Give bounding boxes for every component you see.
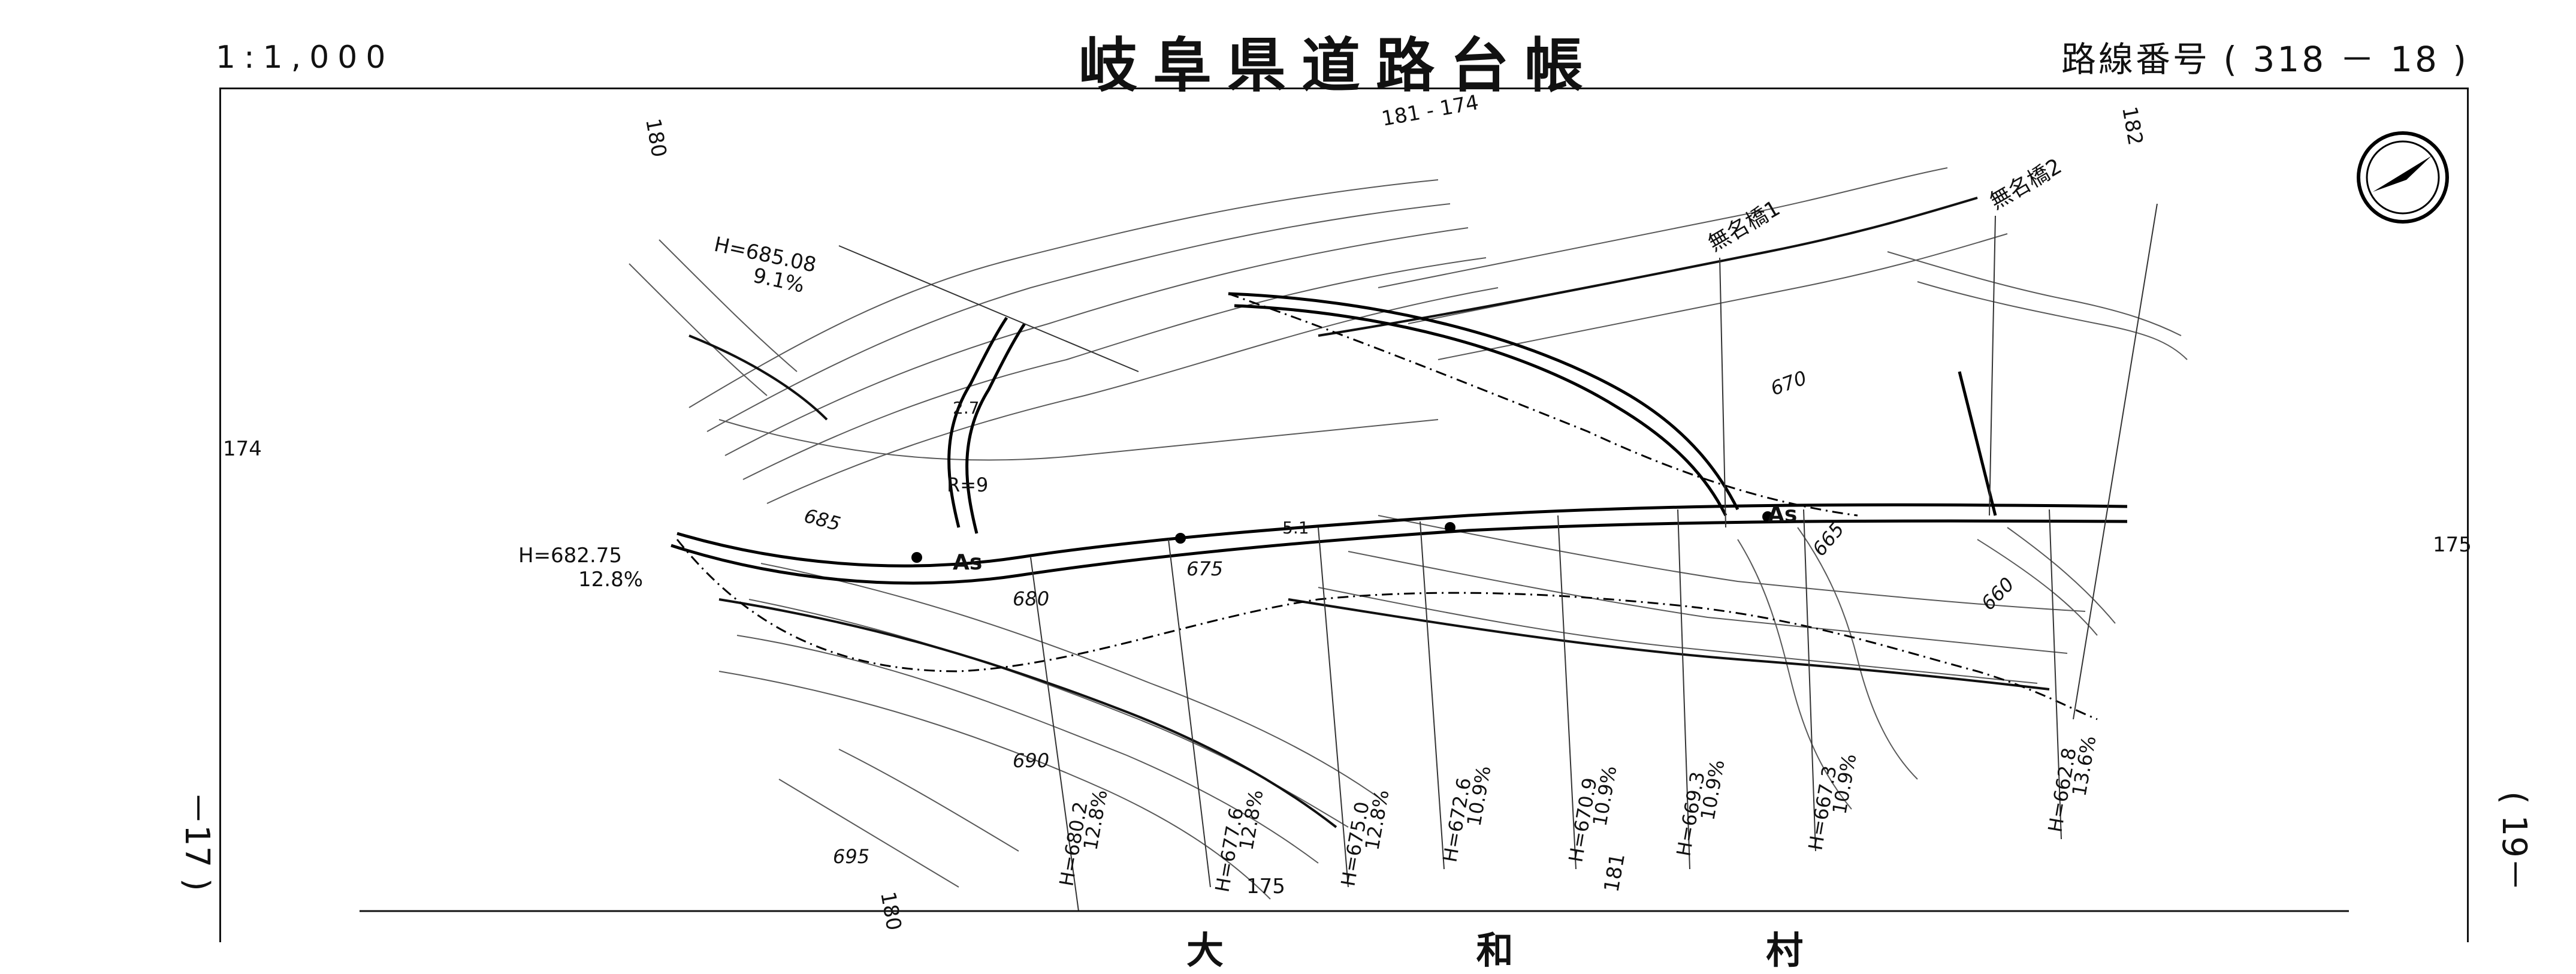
- grade-label: 12.8%: [578, 568, 643, 592]
- topographic-map: 180 181 - 174 182 174 175 180 175 181 無名…: [223, 91, 2472, 933]
- contour-label: 665: [1808, 518, 1849, 560]
- bridge-label-2: 無名橋2: [1986, 154, 2066, 215]
- elevation-label: H=682.75: [518, 544, 622, 568]
- prefectural-road: [671, 292, 2128, 585]
- sheet-ref-top-left: 180: [641, 117, 671, 159]
- boundary-lines: [360, 203, 2349, 912]
- grade-label: 12.8%: [1360, 788, 1393, 852]
- map-frame: [219, 88, 2469, 942]
- adjacent-sheet-left: －17 ): [177, 791, 216, 891]
- grade-label: 10.9%: [1696, 758, 1729, 822]
- grade-label: 12.8%: [1079, 788, 1112, 852]
- grade-label: 12.8%: [1234, 788, 1267, 852]
- contour-label: 685: [802, 504, 843, 536]
- contour-label: 690: [1013, 749, 1049, 772]
- route-number: 路線番号 ( 318 － 18 ): [2061, 39, 2469, 80]
- map-scale: 1:1,000: [216, 40, 394, 76]
- grade-label: 10.9%: [1462, 764, 1495, 828]
- north-arrow-icon: [2357, 131, 2449, 224]
- sheet-ref-right: 175: [2433, 533, 2472, 557]
- road-width-label: 5.1: [1282, 518, 1309, 538]
- sheet-ref-bottom-right: 181: [1599, 852, 1630, 894]
- road-surface-label: As: [1768, 502, 1797, 527]
- grade-label: 10.9%: [1588, 764, 1621, 828]
- index-contours: [688, 197, 2050, 828]
- contour-label: 675: [1186, 557, 1223, 580]
- contour-label: 660: [1977, 573, 2019, 615]
- grade-label: 13.6%: [2067, 734, 2100, 798]
- sheet-ref-bottom-left: 180: [875, 890, 906, 933]
- survey-points: [911, 511, 1773, 563]
- contour-label: 695: [833, 845, 869, 868]
- stream-line: [676, 292, 2098, 720]
- bridge-label-1: 無名橋1: [1704, 196, 1784, 257]
- sheet-ref-top-center: 181 - 174: [1380, 91, 1481, 131]
- sheet-ref-top-right: 182: [2117, 105, 2148, 147]
- road-surface-label: As: [953, 550, 982, 575]
- sheet-ref-left: 174: [223, 437, 262, 461]
- village-name: 大 和 村: [1186, 928, 1923, 972]
- curve-radius-label: R=9: [947, 474, 988, 496]
- grade-label: 10.9%: [1828, 752, 1861, 816]
- contour-label: 680: [1013, 587, 1049, 610]
- adjacent-sheet-right: ( 19－: [2495, 791, 2533, 891]
- contour-label: 670: [1768, 366, 1810, 400]
- sheet-ref-bottom-center: 175: [1246, 875, 1285, 898]
- road-width-label: 2.7: [953, 398, 980, 418]
